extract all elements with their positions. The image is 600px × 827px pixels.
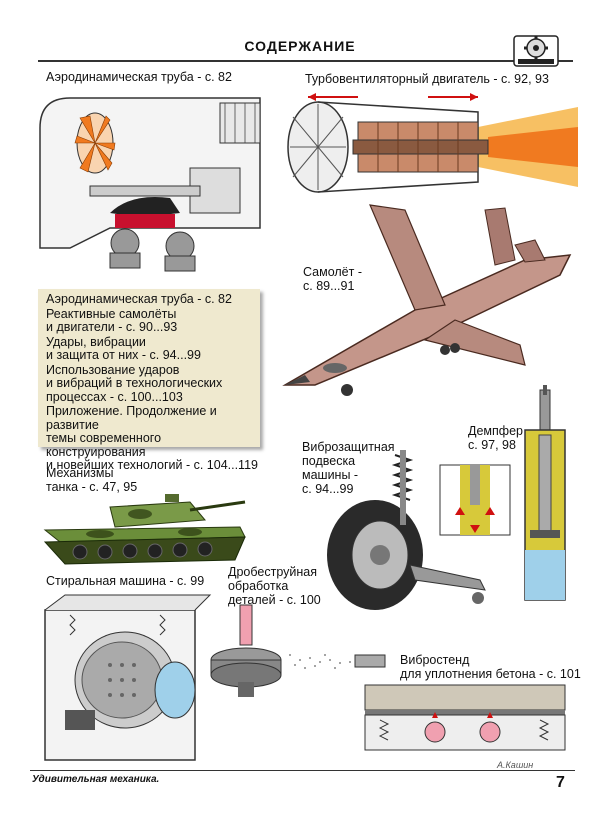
page-title: СОДЕРЖАНИЕ (244, 38, 356, 54)
vibrostand-illustration (364, 684, 566, 751)
caption-shot-peening: Дробеструйная обработка деталей - с. 100 (228, 565, 321, 607)
caption-aircraft: Самолёт - с. 89...91 (303, 265, 362, 293)
toc-panel (38, 289, 260, 447)
aircraft-illustration (282, 204, 572, 396)
toc-item: Использование ударов и вибраций в технол… (46, 362, 223, 404)
toc-item: Приложение. Продолжение и развитие темы … (46, 404, 258, 472)
gear-logo-icon (513, 35, 559, 67)
caption-turbofan: Турбовентиляторный двигатель - с. 92, 93 (305, 72, 549, 86)
toc-item: Реактивные самолёты и двигатели - с. 90.… (46, 306, 178, 334)
caption-suspension: Виброзащитная подвеска машины - с. 94...… (302, 440, 395, 496)
page-number: 7 (556, 774, 565, 791)
caption-wind-tunnel: Аэродинамическая труба - с. 82 (46, 70, 232, 84)
toc-item: Аэродинамическая труба - с. 82 (46, 292, 232, 306)
title-divider (38, 60, 573, 62)
tank-illustration (43, 494, 246, 565)
turbofan-engine-illustration (287, 93, 578, 193)
footer-title: Удивительная механика. (32, 774, 160, 785)
toc-list: Аэродинамическая труба - с. 82 Реактивны… (46, 292, 258, 474)
caption-vibrostand: Вибростенд для уплотнения бетона - с. 10… (400, 653, 581, 681)
toc-item: Удары, вибрации и защита от них - с. 94.… (46, 334, 201, 362)
caption-washer: Стиральная машина - с. 99 (46, 574, 205, 588)
artist-signature: А.Кашин (497, 760, 534, 770)
shot-peening-illustration (210, 604, 386, 697)
caption-tank: Механизмы танка - с. 47, 95 (46, 466, 138, 494)
footer-divider (30, 770, 575, 771)
suspension-illustration (327, 450, 486, 610)
wind-tunnel-illustration (39, 97, 261, 272)
damper-illustration (439, 385, 566, 601)
washing-machine-illustration (44, 594, 212, 761)
